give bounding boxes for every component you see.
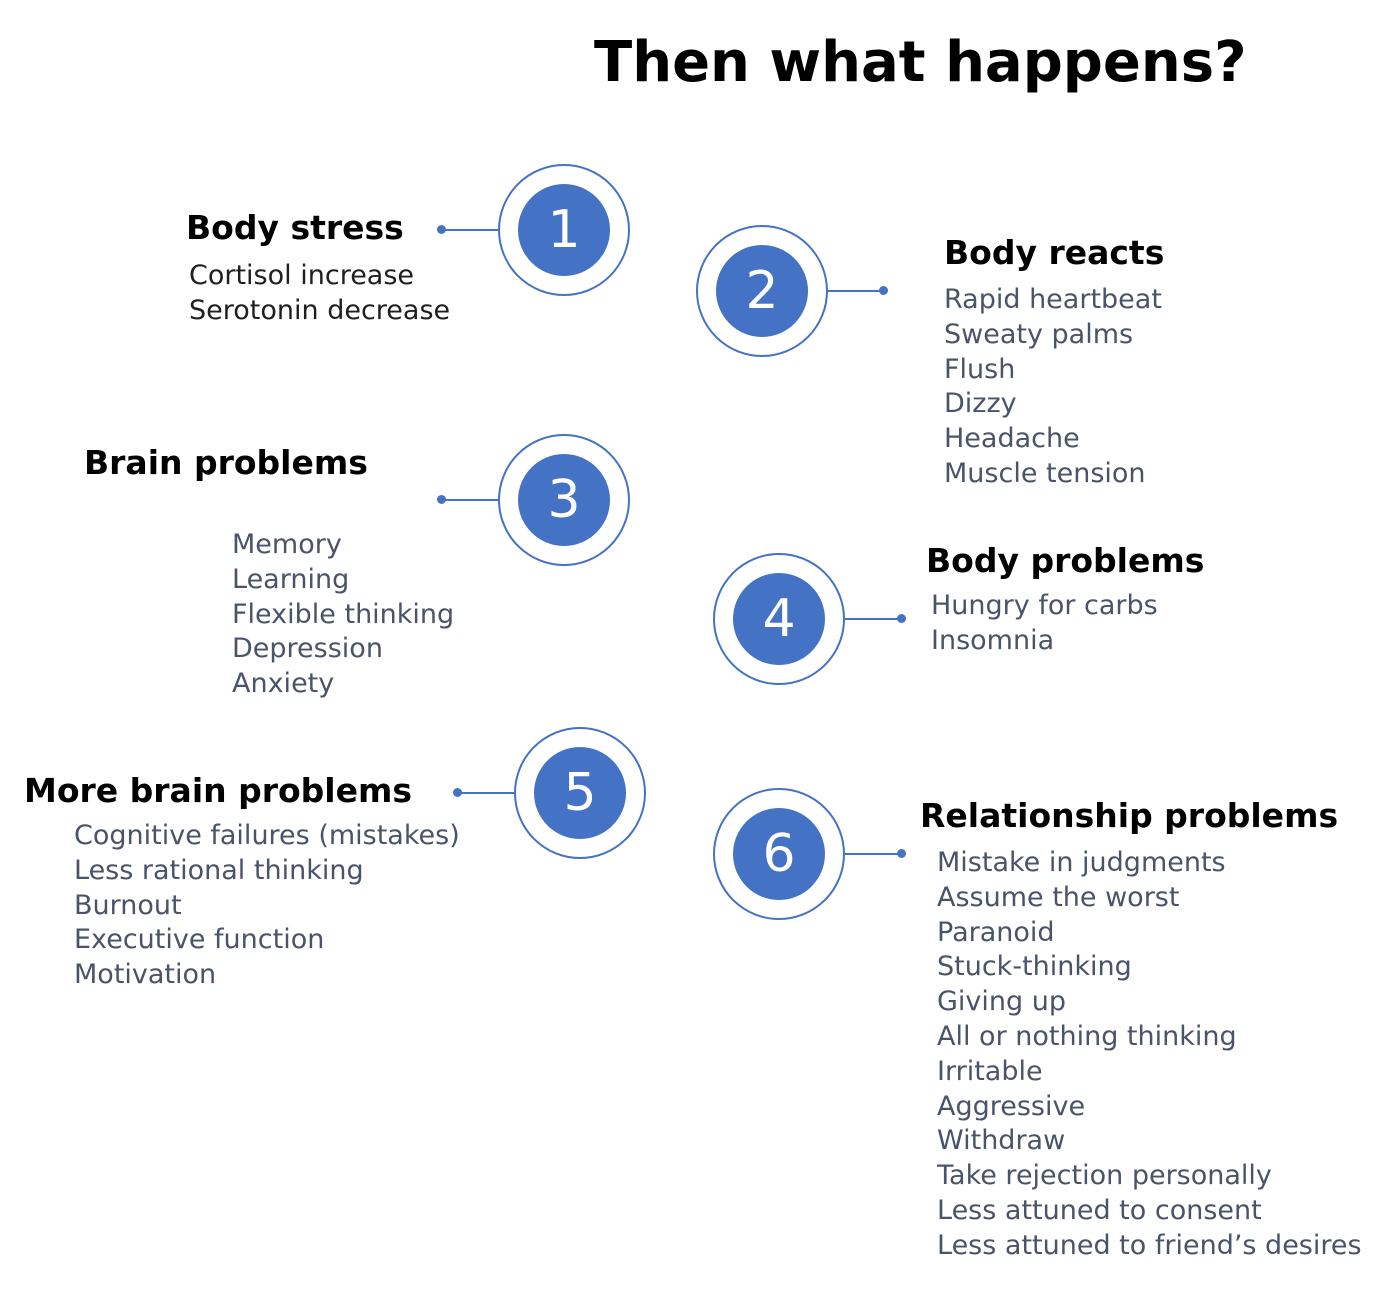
step-5-heading: More brain problems (24, 771, 413, 810)
step-3-heading: Brain problems (84, 443, 368, 482)
list-item: Paranoid (937, 916, 1055, 948)
list-item: Executive function (74, 924, 325, 956)
step-1-list: Cortisol increase Serotonin decrease (189, 259, 450, 329)
step-1-circle: 1 (498, 164, 630, 296)
list-item: Assume the worst (937, 881, 1180, 913)
list-item: Serotonin decrease (189, 294, 451, 326)
step-6-connector (844, 853, 901, 855)
list-item: Aggressive (937, 1090, 1086, 1122)
list-item: Flexible thinking (232, 598, 455, 630)
step-3-connector (442, 499, 499, 501)
step-4-connector-dot (897, 614, 906, 623)
step-4-circle: 4 (713, 553, 845, 685)
step-3-connector-dot (437, 495, 446, 504)
step-5-connector-dot (453, 788, 462, 797)
step-5-number: 5 (534, 747, 626, 839)
step-1-connector (442, 229, 499, 231)
list-item: Withdraw (937, 1125, 1066, 1157)
step-4-number: 4 (733, 573, 825, 665)
list-item: Less attuned to consent (937, 1194, 1262, 1226)
step-6-number: 6 (733, 808, 825, 900)
list-item: Rapid heartbeat (944, 284, 1162, 315)
step-2-list: Rapid heartbeat Sweaty palms Flush Dizzy… (944, 283, 1162, 492)
step-2-circle: 2 (696, 225, 828, 357)
list-item: Cognitive failures (mistakes) (74, 820, 460, 851)
list-item: Insomnia (931, 624, 1055, 656)
list-item: Less attuned to friend’s desires (937, 1229, 1362, 1261)
list-item: Motivation (74, 959, 217, 991)
list-item: Stuck-thinking (937, 951, 1132, 983)
list-item: Cortisol increase (189, 260, 415, 291)
list-item: Burnout (74, 889, 182, 921)
list-item: Irritable (937, 1055, 1043, 1087)
step-2-heading: Body reacts (944, 233, 1165, 272)
step-6-list: Mistake in judgments Assume the worst Pa… (937, 846, 1362, 1264)
step-5-connector (458, 792, 515, 794)
step-5-list: Cognitive failures (mistakes) Less ratio… (74, 819, 460, 993)
list-item: Headache (944, 423, 1080, 455)
step-4-heading: Body problems (926, 541, 1205, 580)
list-item: Anxiety (232, 668, 335, 700)
step-6-heading: Relationship problems (920, 796, 1339, 835)
list-item: Muscle tension (944, 457, 1146, 489)
list-item: Less rational thinking (74, 854, 364, 886)
step-1-heading: Body stress (186, 208, 404, 247)
list-item: Mistake in judgments (937, 847, 1226, 878)
step-2-connector-dot (879, 286, 888, 295)
step-1-number: 1 (518, 184, 610, 276)
list-item: Memory (232, 529, 342, 560)
list-item: Learning (232, 563, 350, 595)
list-item: Hungry for carbs (931, 590, 1158, 621)
step-5-circle: 5 (514, 727, 646, 859)
step-4-connector (844, 618, 901, 620)
list-item: Sweaty palms (944, 318, 1134, 350)
step-3-list: Memory Learning Flexible thinking Depres… (232, 528, 454, 702)
list-item: Flush (944, 353, 1016, 385)
step-4-list: Hungry for carbs Insomnia (931, 589, 1158, 659)
step-1-connector-dot (437, 225, 446, 234)
step-3-number: 3 (518, 454, 610, 546)
list-item: All or nothing thinking (937, 1020, 1237, 1052)
list-item: Depression (232, 633, 383, 665)
step-6-connector-dot (897, 849, 906, 858)
list-item: Giving up (937, 986, 1066, 1018)
list-item: Take rejection personally (937, 1160, 1272, 1192)
step-6-circle: 6 (713, 788, 845, 920)
step-2-number: 2 (716, 245, 808, 337)
step-2-connector (827, 290, 884, 292)
step-3-circle: 3 (498, 434, 630, 566)
list-item: Dizzy (944, 388, 1017, 420)
page-title: Then what happens? (594, 30, 1247, 95)
